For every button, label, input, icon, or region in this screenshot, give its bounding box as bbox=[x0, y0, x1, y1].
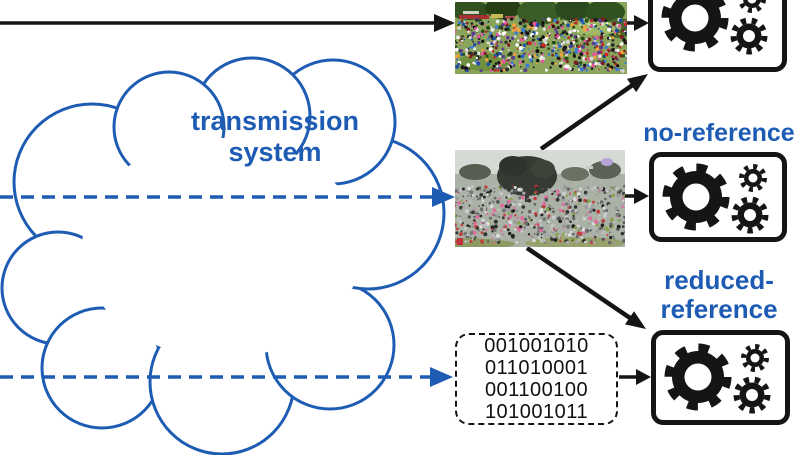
degraded-image bbox=[455, 150, 625, 247]
metric-box-reduced-reference bbox=[651, 330, 790, 425]
degraded-to-reduced-reference-arrow bbox=[525, 246, 646, 329]
metric-box-full-reference bbox=[648, 0, 787, 72]
label-no-reference: no-reference bbox=[643, 119, 795, 147]
degraded-to-full-reference-arrow bbox=[539, 74, 648, 151]
reference-to-metric-arrow bbox=[627, 15, 649, 31]
bitstream-line: 011010001 bbox=[484, 357, 589, 379]
cloud-label-line2: system bbox=[228, 137, 322, 167]
crowd-photo bbox=[455, 2, 627, 74]
gears-icon bbox=[653, 0, 782, 67]
cloud-label-line1: transmission bbox=[190, 106, 360, 136]
label-reduced-reference-line2: reference bbox=[660, 294, 778, 324]
transmission-arrow-degraded bbox=[0, 187, 455, 207]
label-reduced-reference-line1: reduced- bbox=[664, 265, 774, 295]
cloud-label: transmission system bbox=[155, 106, 395, 168]
bitstream-line: 001100100 bbox=[484, 379, 589, 401]
gears-icon bbox=[656, 335, 785, 420]
bitstream-to-reduced-reference-arrow bbox=[619, 369, 651, 385]
transmission-arrow-bitstream bbox=[0, 367, 453, 387]
degraded-crowd-photo bbox=[455, 150, 625, 247]
source-arrow bbox=[0, 14, 455, 32]
bitstream-box: 001001010 011010001 001100100 101001011 bbox=[455, 333, 618, 425]
metric-box-no-reference bbox=[649, 152, 787, 242]
reference-image bbox=[455, 2, 627, 74]
bitstream-line: 001001010 bbox=[484, 335, 589, 357]
gears-icon bbox=[654, 157, 782, 237]
label-reduced-reference: reduced- reference bbox=[619, 266, 808, 324]
degraded-to-no-reference-arrow bbox=[625, 188, 649, 204]
bitstream-line: 101001011 bbox=[484, 401, 589, 423]
